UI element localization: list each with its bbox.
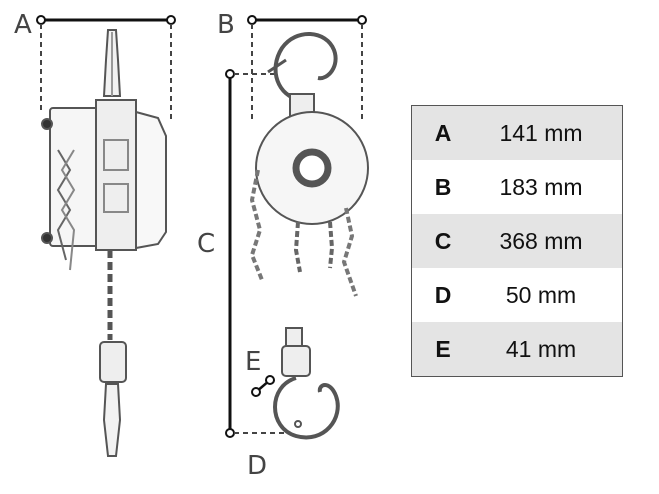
dimension-label-c: C: [197, 229, 215, 259]
table-row: A 141 mm: [411, 105, 623, 160]
spec-value: 141 mm: [474, 105, 623, 160]
spec-table-body: A 141 mm B 183 mm C 368 mm D 50 mm E 41 …: [411, 105, 623, 377]
spec-value: 368 mm: [474, 214, 623, 268]
dimension-c: C: [197, 69, 290, 438]
spec-key: B: [411, 160, 474, 214]
spec-value: 50 mm: [474, 268, 623, 322]
hoist-front-view: [249, 32, 369, 440]
dimension-e: E: [245, 347, 275, 397]
table-row: D 50 mm: [411, 268, 623, 322]
table-row: E 41 mm: [411, 322, 623, 377]
spec-key: E: [411, 322, 474, 377]
dimension-label-a: A: [14, 10, 32, 40]
table-row: C 368 mm: [411, 214, 623, 268]
spec-key: D: [411, 268, 474, 322]
dimension-label-b: B: [217, 10, 235, 40]
hoist-side-view: [41, 29, 167, 457]
dimension-label-d: D: [247, 451, 267, 481]
spec-key: A: [411, 105, 474, 160]
spec-key: C: [411, 214, 474, 268]
dimension-label-e: E: [245, 347, 261, 377]
dimension-b: B: [217, 10, 367, 120]
table-row: B 183 mm: [411, 160, 623, 214]
spec-value: 183 mm: [474, 160, 623, 214]
spec-value: 41 mm: [474, 322, 623, 377]
dimension-d: D: [247, 451, 267, 481]
dimension-a: A: [14, 10, 176, 120]
dimension-spec-table: A 141 mm B 183 mm C 368 mm D 50 mm E 41 …: [411, 105, 623, 377]
